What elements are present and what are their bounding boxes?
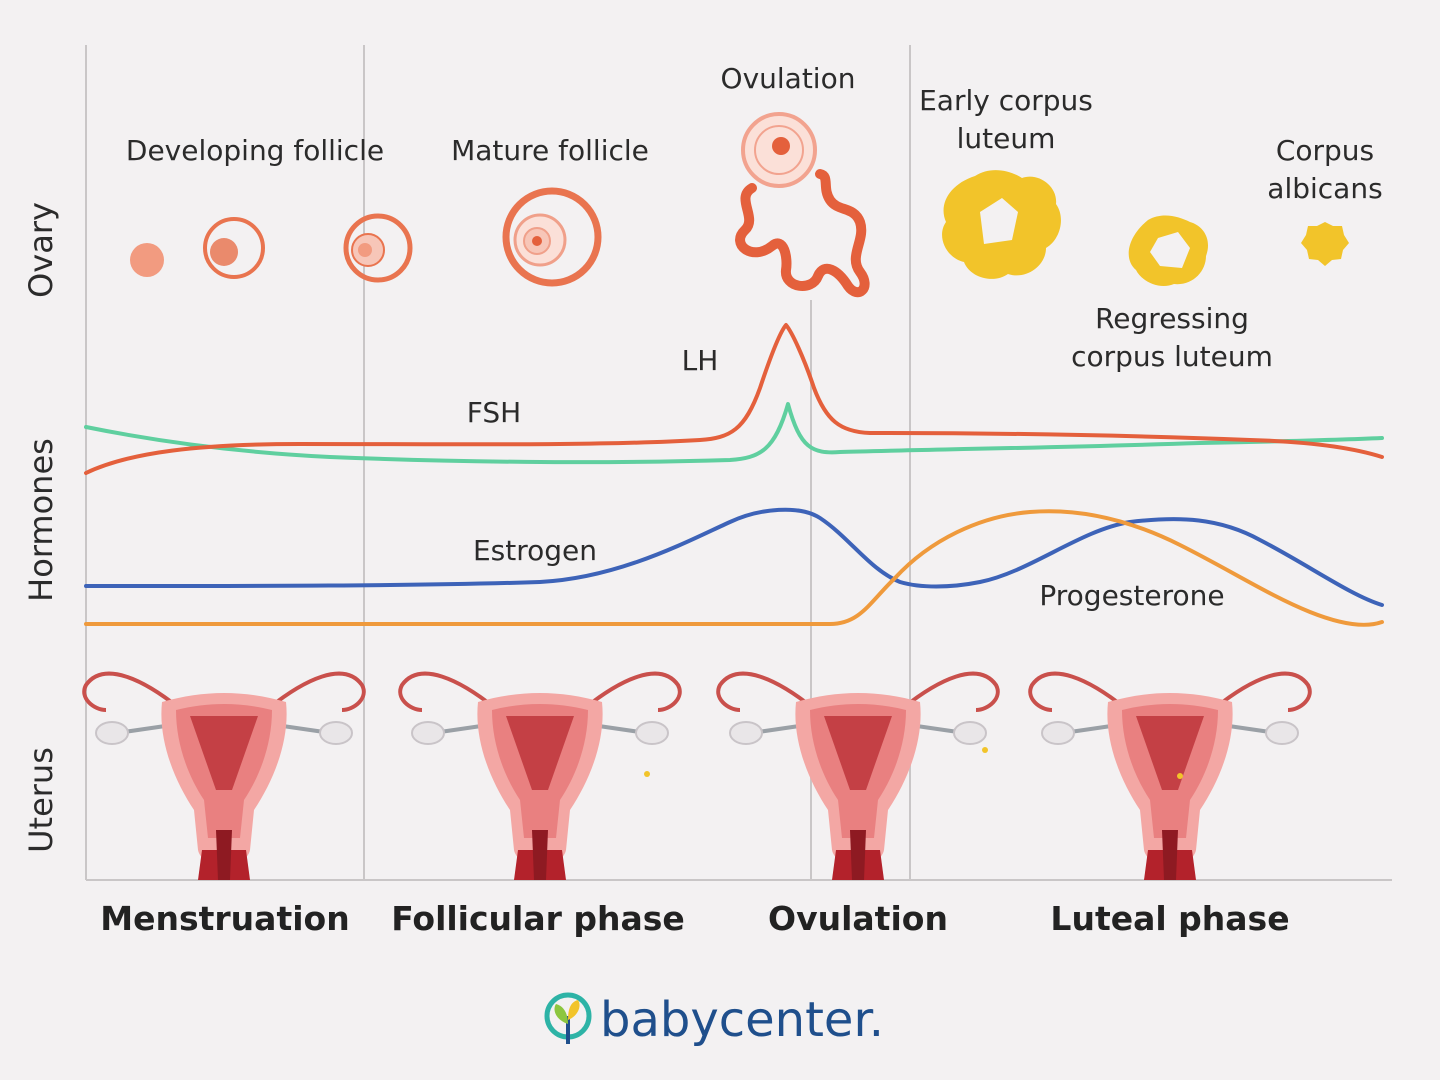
progesterone-curve [84, 509, 1384, 627]
ruptured-follicle-icon [735, 169, 870, 297]
axis-label-uterus: Uterus [22, 747, 60, 853]
egg-ovulation-dot [982, 747, 988, 753]
label-corpus-albicans-line2: albicans [1267, 172, 1382, 205]
axis-label-hormones: Hormones [22, 438, 60, 602]
label-corpus-albicans-line1: Corpus [1276, 134, 1374, 167]
label-ovulation-top: Ovulation [721, 62, 856, 95]
babycenter-logo: babycenter. [544, 992, 884, 1048]
label-lh: LH [682, 344, 719, 377]
uterus-follicular-icon [398, 671, 682, 882]
label-fsh: FSH [467, 396, 521, 429]
uterus-illustrations [82, 671, 1312, 882]
developing-follicle-small-icon [203, 217, 265, 279]
fsh-curve [84, 402, 1384, 465]
hormone-curves [84, 323, 1384, 627]
primordial-follicle-icon [130, 243, 164, 277]
phase-label-luteal: Luteal phase [1050, 899, 1289, 938]
phase-label-menstruation: Menstruation [100, 899, 349, 938]
ovary-illustrations [130, 112, 1349, 297]
regressing-corpus-luteum-icon [1128, 215, 1209, 287]
label-early-corpus-luteum-line2: luteum [957, 122, 1056, 155]
ovulated-egg-icon [741, 112, 817, 188]
corpus-albicans-icon [1301, 222, 1349, 266]
phase-label-follicular: Follicular phase [391, 899, 685, 938]
label-regressing-corpus-luteum-line1: Regressing [1095, 302, 1249, 335]
axis-label-ovary: Ovary [22, 202, 60, 298]
estrogen-curve [84, 507, 1384, 607]
label-regressing-corpus-luteum-line2: corpus luteum [1071, 340, 1273, 373]
egg-follicular-dot [644, 771, 650, 777]
lh-curve [84, 323, 1384, 475]
uterus-menstruation-icon [82, 671, 366, 882]
label-mature-follicle: Mature follicle [451, 134, 649, 167]
label-progesterone: Progesterone [1039, 579, 1224, 612]
label-developing-follicle: Developing follicle [126, 134, 384, 167]
egg-luteal-dot [1177, 773, 1183, 779]
developing-follicle-large-icon [343, 213, 413, 283]
babycenter-logo-icon [544, 992, 592, 1044]
mature-follicle-icon [502, 187, 602, 287]
early-corpus-luteum-icon [942, 170, 1061, 279]
babycenter-wordmark: babycenter. [600, 992, 884, 1048]
label-estrogen: Estrogen [473, 534, 597, 567]
phase-label-ovulation: Ovulation [768, 899, 948, 938]
label-early-corpus-luteum-line1: Early corpus [919, 84, 1093, 117]
uterus-ovulation-icon [716, 671, 1000, 882]
uterus-luteal-icon [1028, 671, 1312, 882]
